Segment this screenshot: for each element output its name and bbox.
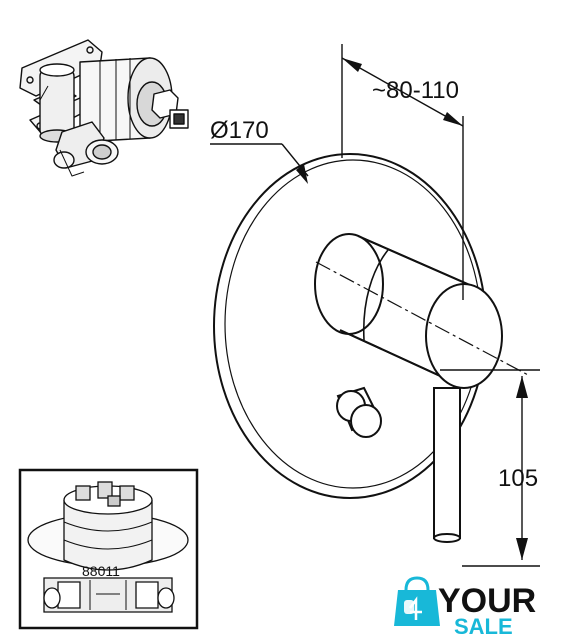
inset-box: 88011 [18,468,199,630]
dim-diameter [210,143,309,184]
dim-depth [341,44,464,300]
control-cylinder [314,233,503,389]
part-number-label: 88011 [82,563,120,579]
dim-height [440,369,540,567]
logo-word-sale: SALE [454,614,513,639]
center-axis [315,261,531,377]
shopping-bag-icon [394,576,440,626]
diverter-knob [336,386,382,438]
height-label: 105 [498,465,538,492]
logo-word-your: YOUR [438,582,536,620]
depth-label: ~80-110 [372,77,459,104]
universal-body-illustration [27,481,189,613]
valve-body-illustration [19,39,189,177]
lever-handle [433,387,461,543]
diameter-label: Ø170 [210,117,269,144]
your-sale-logo: YOUR SALE [394,576,536,639]
